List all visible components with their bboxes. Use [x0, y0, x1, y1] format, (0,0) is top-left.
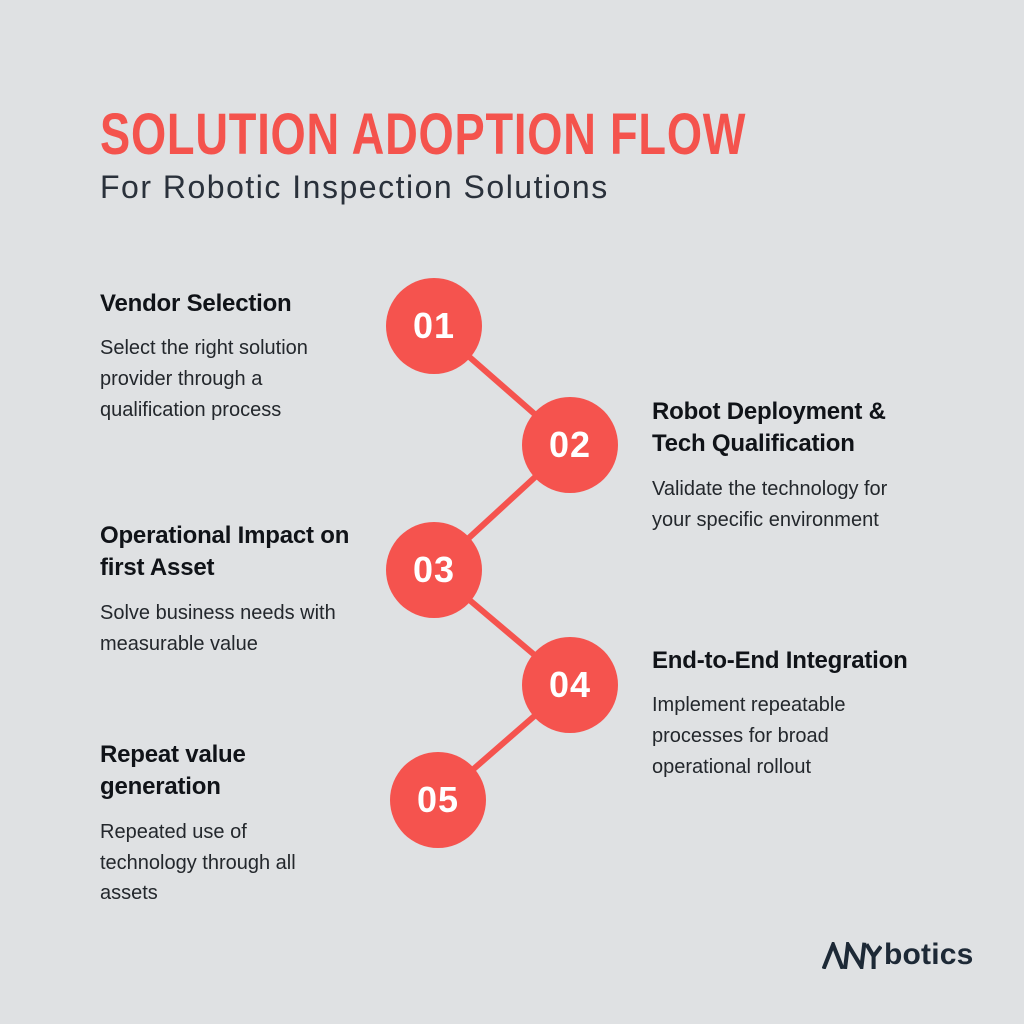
- step-block-vendor-selection: Vendor Selection Select the right soluti…: [100, 288, 440, 426]
- step-description: Repeated use of technology through all a…: [100, 820, 296, 905]
- step-circle-05: 05: [390, 752, 486, 848]
- step-circle-01: 01: [386, 278, 482, 374]
- step-title: Operational Impact on first Asset: [100, 522, 350, 582]
- step-description: Select the right solution provider throu…: [100, 337, 308, 421]
- step-number-02: 02: [548, 424, 592, 465]
- step-description: Solve business needs with measurable val…: [100, 601, 336, 655]
- step-title: Repeat value generation: [100, 741, 246, 801]
- step-title: Vendor Selection: [100, 290, 292, 317]
- brand-logo: botics: [822, 938, 974, 972]
- step-circle-04: 04: [522, 637, 618, 733]
- step-title: Robot Deployment & Tech Qualification: [652, 398, 886, 458]
- step-circle-03: 03: [386, 522, 482, 618]
- page-title: SOLUTION ADOPTION FLOW: [100, 102, 747, 167]
- page-subtitle: For Robotic Inspection Solutions: [100, 169, 609, 205]
- anybotics-monogram-icon: [822, 941, 882, 969]
- step-number-03: 03: [412, 549, 456, 590]
- step-number-05: 05: [416, 779, 460, 820]
- step-block-robot-deployment: Robot Deployment & Tech Qualification Va…: [652, 396, 992, 535]
- step-number-01: 01: [412, 305, 456, 346]
- brand-wordmark: botics: [884, 938, 974, 971]
- step-circle-02: 02: [522, 397, 618, 493]
- step-block-end-to-end-integration: End-to-End Integration Implement repeata…: [652, 645, 992, 783]
- step-description: Implement repeatable processes for broad…: [652, 694, 846, 778]
- step-block-operational-impact: Operational Impact on first Asset Solve …: [100, 520, 440, 659]
- step-title: End-to-End Integration: [652, 647, 908, 674]
- step-block-repeat-value: Repeat value generation Repeated use of …: [100, 739, 440, 909]
- step-number-04: 04: [548, 664, 592, 705]
- step-description: Validate the technology for your specifi…: [652, 477, 888, 531]
